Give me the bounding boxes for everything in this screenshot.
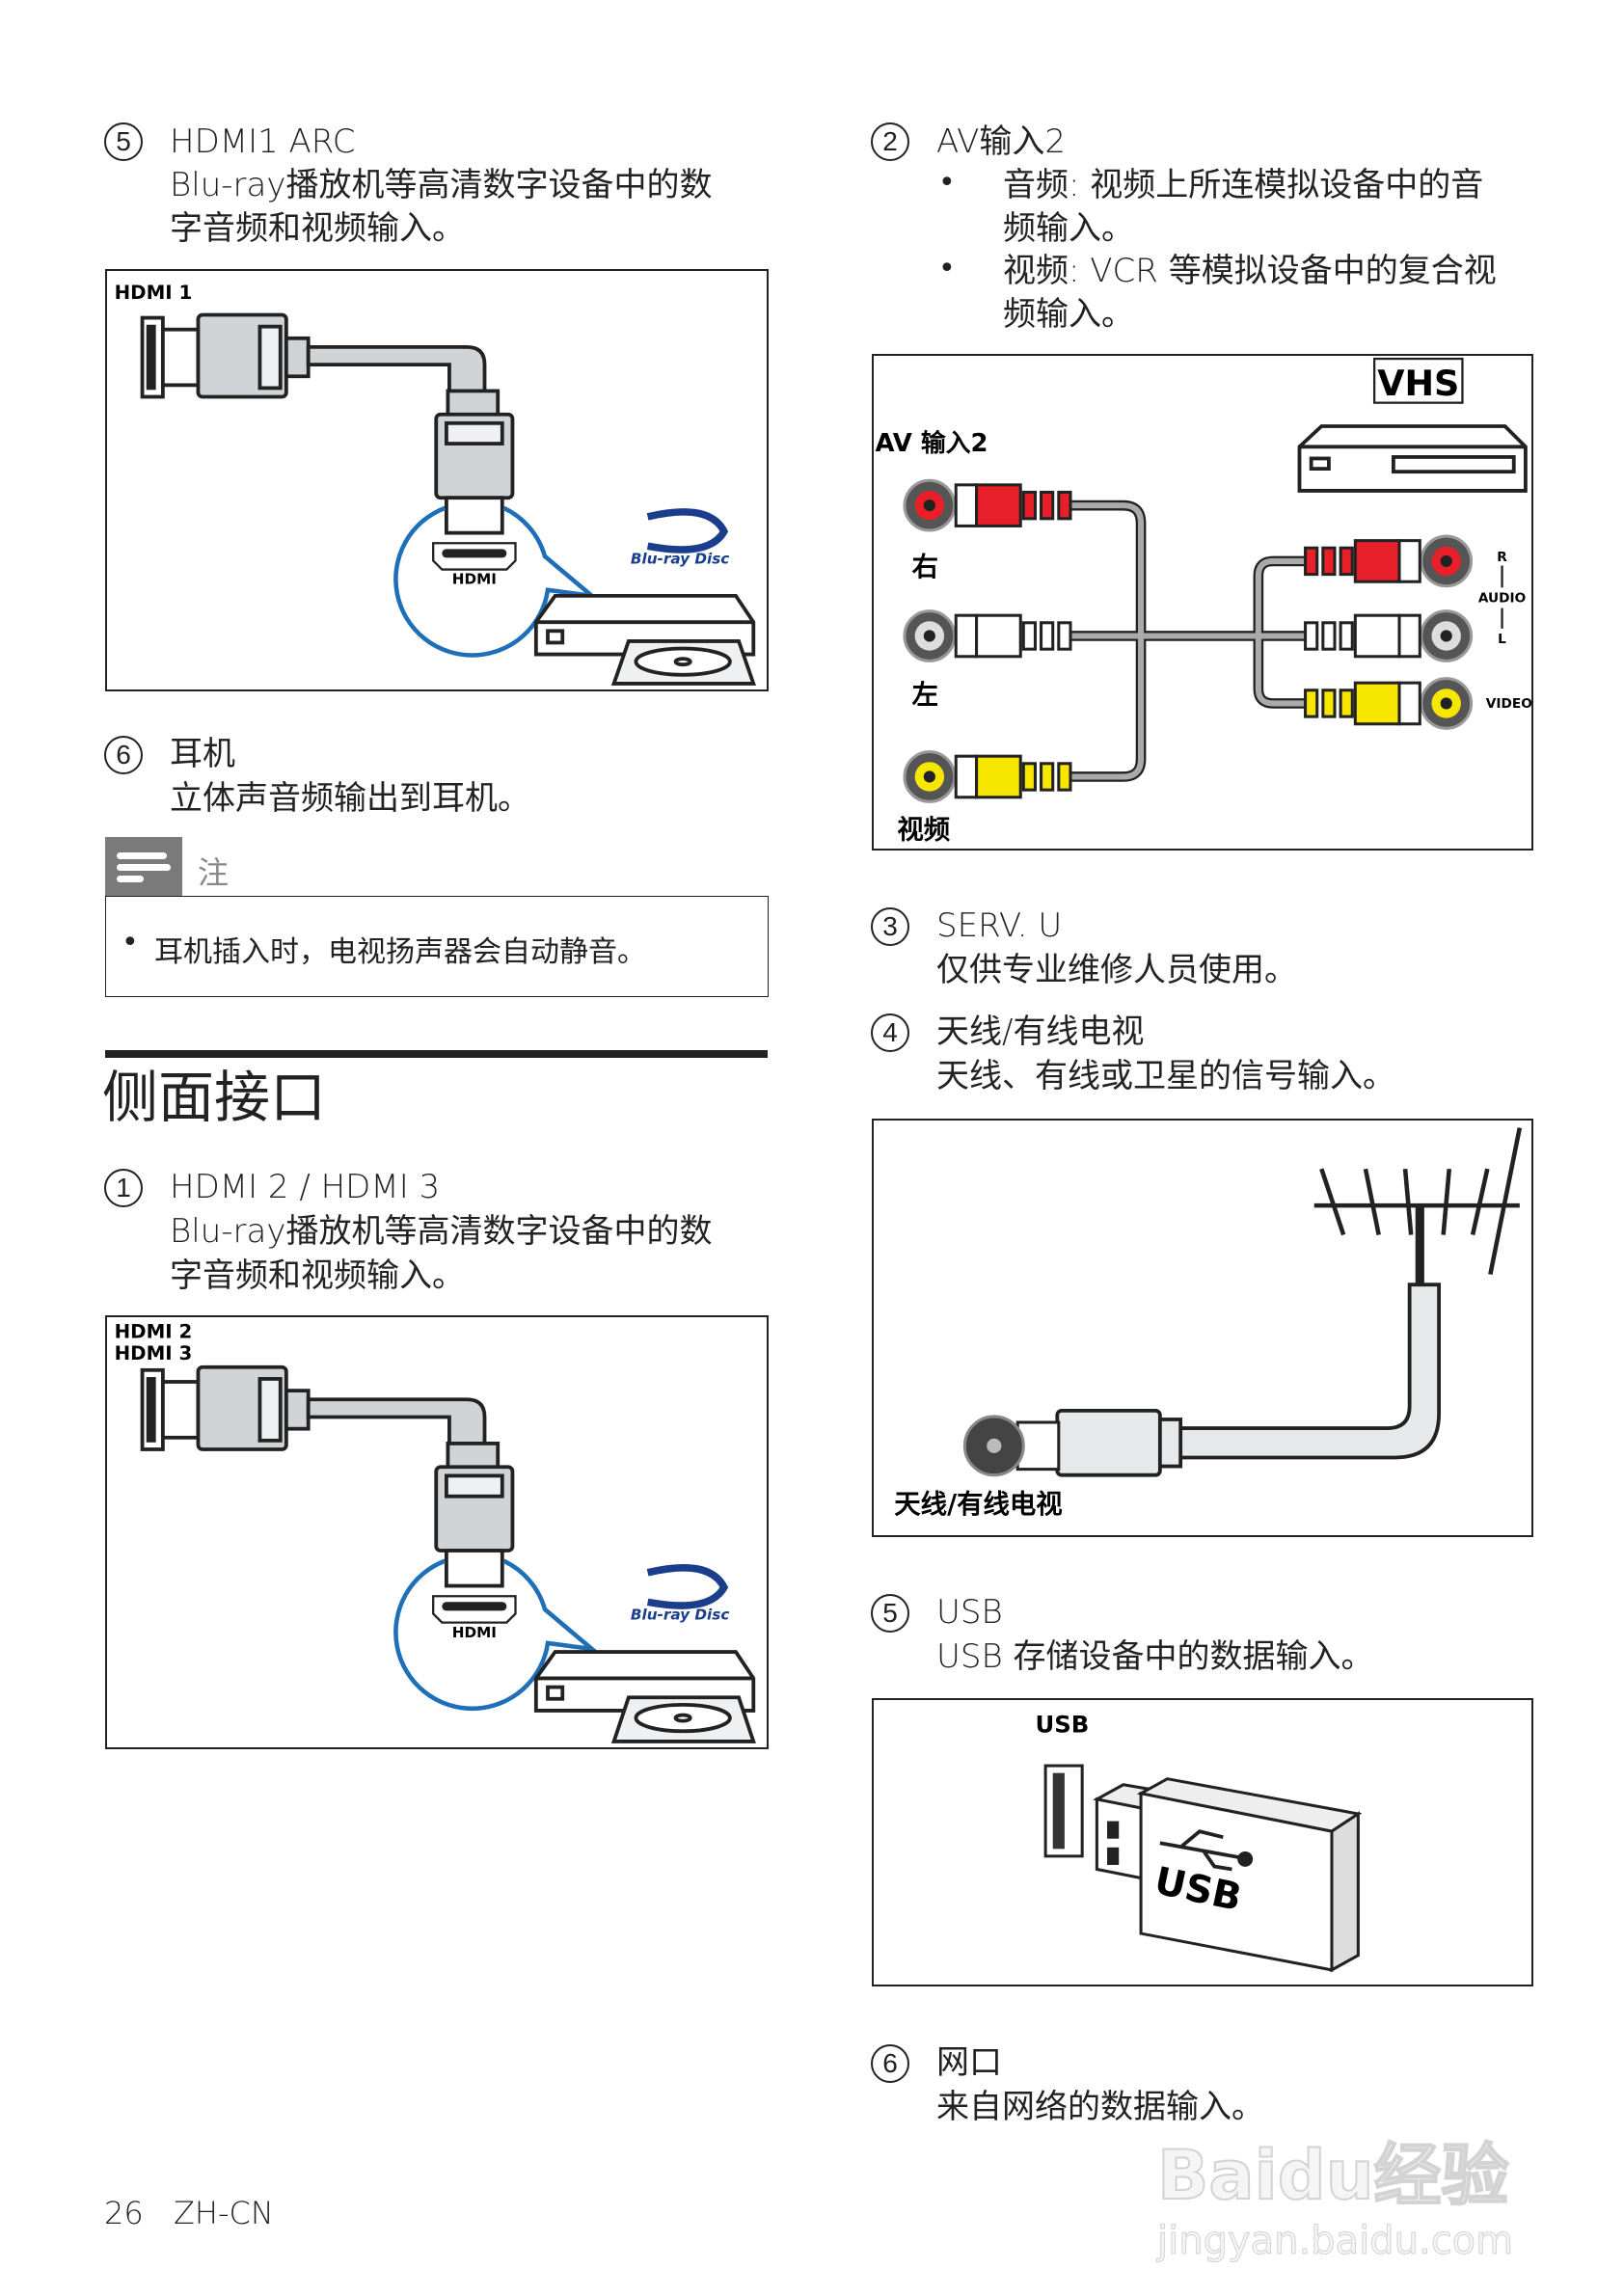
item-desc: 天线、有线或卫星的信号输入。	[936, 1057, 1395, 1095]
hdmi-label: HDMI 1	[115, 282, 193, 304]
bullet-text: 频输入。	[1003, 295, 1134, 334]
bullet: •	[938, 252, 956, 285]
item-desc: 字音频和视频输入。	[170, 209, 465, 248]
rca-plug-icon	[903, 750, 1072, 803]
section-rule	[105, 1050, 768, 1058]
item-desc: 来自网络的数据输入。	[936, 2088, 1264, 2126]
usb-port-icon	[1043, 1764, 1084, 1858]
item-desc: 仅供专业维修人员使用。	[936, 951, 1297, 989]
item-desc: Blu-ray播放机等高清数字设备中的数	[170, 166, 713, 204]
svg-text:R: R	[1497, 550, 1507, 565]
rca-plugs-left	[903, 478, 1072, 803]
item-number: 6	[104, 736, 143, 774]
bluray-player-icon	[533, 1650, 756, 1743]
item-desc: 立体声音频输出到耳机。	[170, 779, 530, 818]
item-title: 天线/有线电视	[936, 1013, 1145, 1051]
item-title: AV输入2	[936, 122, 1066, 161]
usb-stick-icon	[1093, 1777, 1363, 1973]
hdmi-cable-icon	[140, 312, 515, 535]
av-figure: VHS AV 输入2 右 左 视频 R AUDIO L VIDEO	[872, 354, 1533, 851]
antenna-figure: 天线/有线电视	[872, 1119, 1533, 1537]
item-number: 5	[871, 1594, 909, 1633]
svg-text:AV 输入2: AV 输入2	[876, 428, 988, 458]
bullet-text: 频输入。	[1003, 209, 1134, 248]
zoom-callout	[393, 1558, 600, 1712]
item-title: SERV. U	[936, 906, 1063, 945]
item-title: 耳机	[170, 735, 235, 773]
item-desc: 字音频和视频输入。	[170, 1256, 465, 1295]
item-desc: USB 存储设备中的数据输入。	[936, 1637, 1374, 1676]
svg-text:HDMI 3: HDMI 3	[115, 1342, 193, 1364]
svg-text:HDMI 2: HDMI 2	[115, 1320, 193, 1342]
note-box: • 耳机插入时，电视扬声器会自动静音。	[105, 896, 769, 997]
hdmi-cable-icon	[140, 1364, 515, 1588]
item-title: HDMI1 ARC	[170, 122, 356, 161]
note-icon	[105, 837, 182, 897]
item-title: USB	[936, 1593, 1003, 1632]
item-number: 5	[104, 122, 143, 161]
rca-plug-icon	[1304, 677, 1474, 730]
hdmi1-figure: HDMI 1 HDMI Blu-ray Disc	[105, 269, 769, 691]
vhs-logo-icon	[1372, 357, 1464, 404]
item-number: 4	[871, 1013, 909, 1052]
hdmi23-figure: HDMI 2 HDMI 3 HDMI Blu-ray Disc	[105, 1315, 769, 1749]
svg-text:VHS: VHS	[1377, 363, 1459, 404]
usb-figure: USB USB	[872, 1698, 1533, 1986]
svg-text:天线/有线电视: 天线/有线电视	[894, 1490, 1062, 1520]
bluray-logo-icon	[646, 508, 729, 554]
item-desc: Blu-ray播放机等高清数字设备中的数	[170, 1212, 713, 1251]
svg-text:Blu-ray Disc: Blu-ray Disc	[631, 1607, 729, 1624]
rca-plug-icon	[903, 478, 1072, 532]
bullet-text: 视频: VCR 等模拟设备中的复合视	[1003, 252, 1497, 290]
usb-symbol-icon	[1159, 1829, 1254, 1872]
item-number: 1	[104, 1169, 143, 1207]
watermark: Baidu经验 jingyan.baidu.com	[1156, 2135, 1514, 2264]
svg-text:USB: USB	[1035, 1710, 1089, 1738]
item-number: 2	[871, 122, 909, 161]
bluray-logo-icon	[646, 1564, 729, 1609]
svg-text:VIDEO: VIDEO	[1486, 696, 1531, 712]
zoom-callout	[393, 505, 600, 658]
item-number: 3	[871, 907, 909, 946]
rca-plug-icon	[1304, 609, 1474, 662]
vcr-icon	[1297, 424, 1528, 493]
language-code: ZH-CN	[174, 2195, 274, 2231]
svg-text:L: L	[1498, 632, 1506, 647]
bullet-text: 音频: 视频上所连模拟设备中的音	[1003, 166, 1484, 204]
svg-text:AUDIO: AUDIO	[1478, 591, 1526, 607]
hdmi-port-label: HDMI	[452, 571, 497, 588]
svg-text:视频: 视频	[897, 815, 950, 845]
svg-text:左: 左	[912, 680, 938, 710]
svg-text:HDMI: HDMI	[452, 1624, 497, 1641]
rca-plug-icon	[1304, 534, 1474, 588]
note-header: 注	[105, 837, 769, 897]
antenna-icon	[1313, 1127, 1523, 1285]
item-number: 6	[871, 2044, 909, 2083]
rca-plug-icon	[903, 609, 1072, 662]
bullet: •	[938, 166, 956, 200]
item-title: HDMI 2 / HDMI 3	[170, 1168, 441, 1206]
note-title: 注	[198, 854, 230, 891]
svg-text:右: 右	[912, 553, 938, 582]
note-item: 耳机插入时，电视扬声器会自动静音。	[154, 935, 646, 969]
rca-plugs-right	[1304, 534, 1474, 730]
item-title: 网口	[936, 2043, 1002, 2082]
section-title: 侧面接口	[102, 1065, 327, 1130]
bluray-player-icon	[533, 593, 756, 686]
svg-text:Blu-ray Disc: Blu-ray Disc	[631, 551, 729, 568]
page-number: 26	[104, 2195, 144, 2231]
